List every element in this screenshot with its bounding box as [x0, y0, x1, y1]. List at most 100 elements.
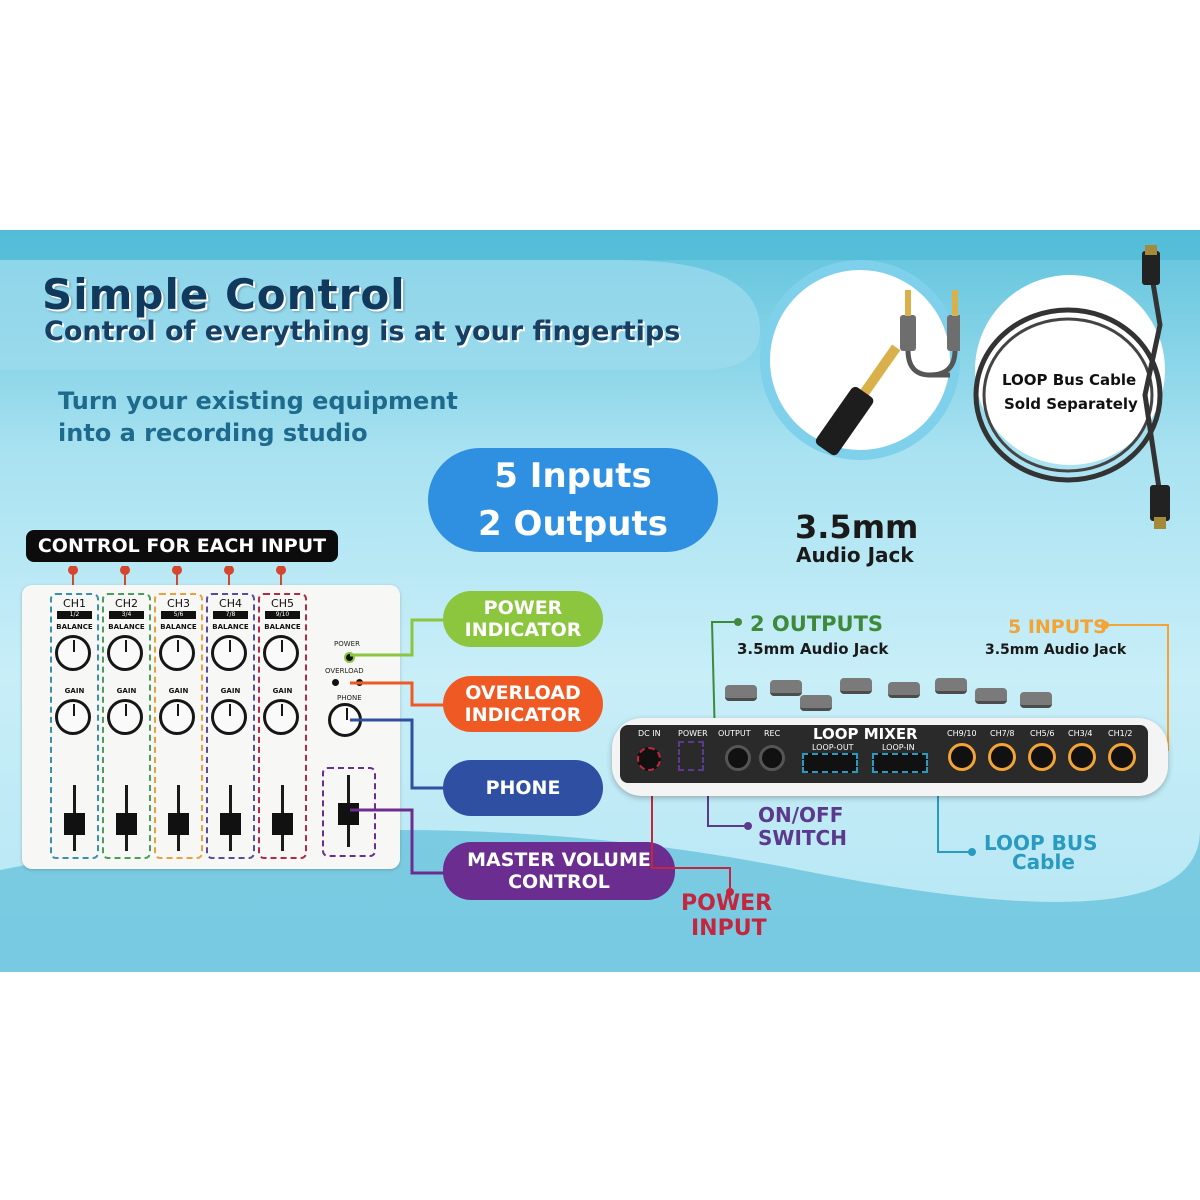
channel-fader[interactable]	[168, 813, 189, 835]
balance-knob[interactable]	[159, 635, 195, 671]
master-volume-callout: MASTER VOLUME CONTROL	[443, 842, 675, 900]
port-label-ch910: CH9/10	[947, 729, 977, 738]
jack-size-label: 3.5mm	[795, 508, 919, 546]
outputs-title: 2 OUTPUTS	[750, 612, 884, 636]
dc-in-jack[interactable]	[637, 747, 661, 771]
callout-connectors	[350, 618, 450, 875]
gain-label: GAIN	[116, 687, 137, 695]
phone-callout-label: PHONE	[485, 777, 561, 799]
balance-label: BALANCE	[160, 623, 197, 631]
io-inputs-text: 5 Inputs	[494, 456, 652, 496]
overload-indicator-line-1: OVERLOAD	[465, 682, 581, 704]
ch56-jack[interactable]	[1028, 743, 1056, 771]
power-led-label: POWER	[334, 640, 360, 648]
device-name: LOOP MIXER	[813, 725, 918, 743]
master-fader-group	[322, 767, 376, 857]
io-outputs-text: 2 Outputs	[478, 504, 668, 544]
channel-name: CH3	[167, 597, 190, 610]
gain-knob[interactable]	[55, 699, 91, 735]
channel-fader[interactable]	[220, 813, 241, 835]
overload-led-1	[332, 679, 339, 686]
mixer-knob	[888, 682, 920, 698]
outputs-subtitle: 3.5mm Audio Jack	[737, 640, 889, 658]
channel-pair: 5/6	[161, 611, 196, 619]
channel-name: CH1	[63, 597, 86, 610]
balance-label: BALANCE	[108, 623, 145, 631]
inputs-subtitle: 3.5mm Audio Jack	[985, 642, 1127, 658]
gain-knob[interactable]	[263, 699, 299, 735]
port-label-output: OUTPUT	[718, 729, 751, 738]
control-each-input-badge: CONTROL FOR EACH INPUT	[26, 530, 338, 562]
channel-fader[interactable]	[116, 813, 137, 835]
overload-indicator-callout: OVERLOAD INDICATOR	[443, 676, 603, 732]
audio-jack-illustration	[815, 290, 960, 456]
ch910-jack[interactable]	[948, 743, 976, 771]
mixer-knob	[800, 695, 832, 711]
master-volume-line-1: MASTER VOLUME	[467, 849, 651, 871]
loop-out-port[interactable]	[802, 753, 858, 773]
balance-knob[interactable]	[107, 635, 143, 671]
ch78-jack[interactable]	[988, 743, 1016, 771]
channel-name: CH5	[271, 597, 294, 610]
gain-label: GAIN	[272, 687, 293, 695]
info-banner: Simple Control Control of everything is …	[0, 230, 1200, 972]
port-label-ch34: CH3/4	[1068, 729, 1093, 738]
rec-jack[interactable]	[759, 745, 785, 771]
power-led	[344, 652, 355, 663]
loop-bus-label-line-1: LOOP BUS	[984, 831, 1098, 855]
channel-pair: 1/2	[57, 611, 92, 619]
cable-note-line-2: Sold Separately	[1004, 395, 1138, 413]
channel-fader[interactable]	[272, 813, 293, 835]
balance-knob[interactable]	[55, 635, 91, 671]
power-input-label-line-2: INPUT	[691, 916, 767, 941]
switch-label-line-2: SWITCH	[758, 826, 847, 850]
tagline-line-2: into a recording studio	[58, 419, 368, 447]
balance-knob[interactable]	[263, 635, 299, 671]
page-title: Simple Control	[42, 270, 406, 319]
balance-label: BALANCE	[56, 623, 93, 631]
mixer-knob	[770, 680, 802, 696]
port-label-loop-out: LOOP-OUT	[812, 743, 854, 752]
balance-label: BALANCE	[264, 623, 301, 631]
channel-pair: 9/10	[265, 611, 300, 619]
channel-name: CH4	[219, 597, 242, 610]
gain-knob[interactable]	[107, 699, 143, 735]
power-indicator-line-2: INDICATOR	[464, 619, 582, 641]
phone-callout: PHONE	[443, 760, 603, 816]
mixer-knob	[725, 685, 757, 701]
mixer-knob	[1020, 692, 1052, 708]
ch34-jack[interactable]	[1068, 743, 1096, 771]
port-label-ch12: CH1/2	[1108, 729, 1133, 738]
overload-led-label: OVERLOAD	[325, 667, 364, 675]
power-switch[interactable]	[678, 741, 704, 771]
cable-note-line-1: LOOP Bus Cable	[1002, 371, 1137, 389]
overload-indicator-line-2: INDICATOR	[464, 704, 582, 726]
gain-knob[interactable]	[159, 699, 195, 735]
port-label-ch78: CH7/8	[990, 729, 1015, 738]
mixer-knob	[840, 678, 872, 694]
channel-fader[interactable]	[64, 813, 85, 835]
mixer-knob	[975, 688, 1007, 704]
io-count-badge: 5 Inputs 2 Outputs	[428, 448, 718, 552]
port-label-power: POWER	[678, 729, 708, 738]
inputs-title: 5 INPUTS	[1008, 616, 1107, 638]
switch-label-line-1: ON/OFF	[758, 803, 844, 827]
gain-knob[interactable]	[211, 699, 247, 735]
phone-knob-label: PHONE	[337, 694, 362, 702]
output-jack[interactable]	[725, 745, 751, 771]
balance-knob[interactable]	[211, 635, 247, 671]
channel-name: CH2	[115, 597, 138, 610]
port-label-dc-in: DC IN	[638, 729, 661, 738]
mixer-rear-panel: DC IN POWER OUTPUT REC LOOP MIXER LOOP-O…	[620, 725, 1148, 783]
ch12-jack[interactable]	[1108, 743, 1136, 771]
gain-label: GAIN	[64, 687, 85, 695]
gain-label: GAIN	[220, 687, 241, 695]
power-indicator-callout: POWER INDICATOR	[443, 591, 603, 647]
port-label-rec: REC	[764, 729, 781, 738]
loop-in-port[interactable]	[872, 753, 928, 773]
power-indicator-line-1: POWER	[483, 597, 563, 619]
